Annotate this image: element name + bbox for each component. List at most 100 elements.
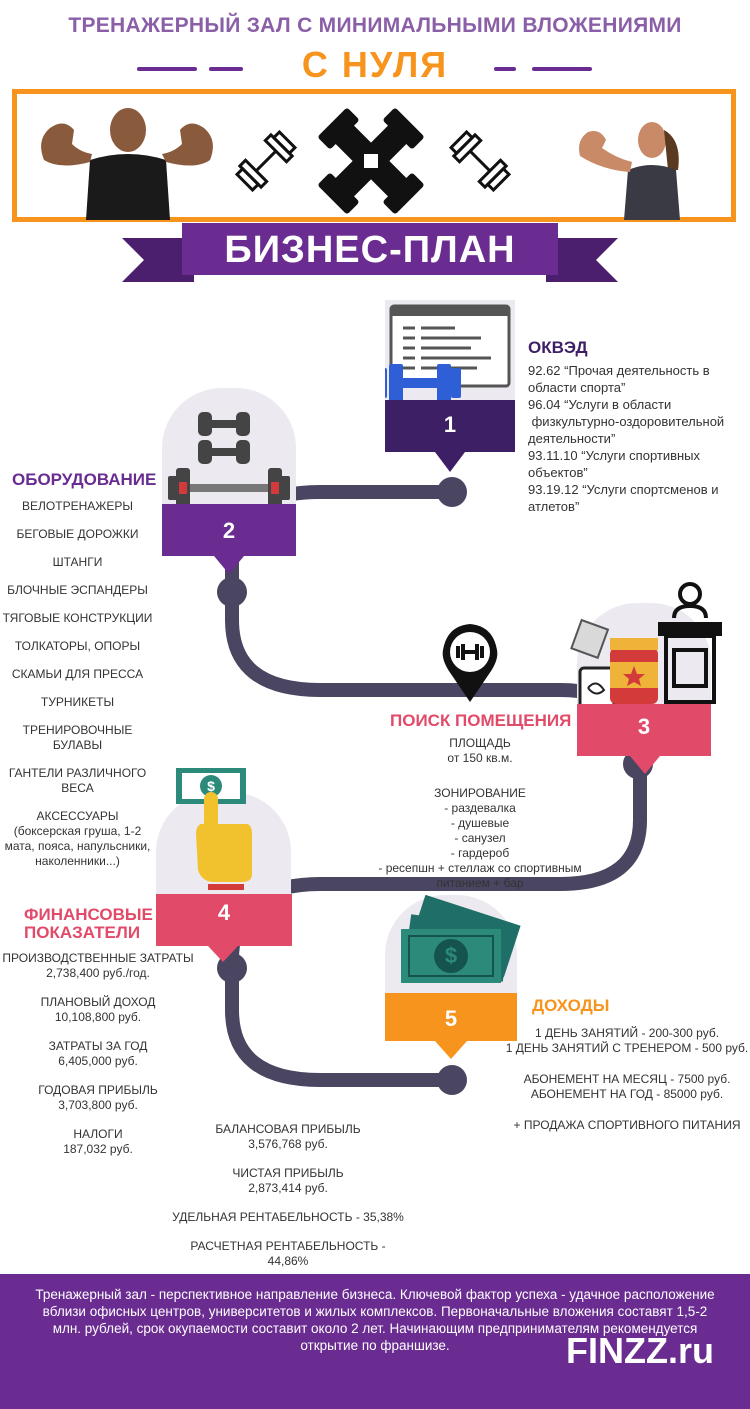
location-pin-icon	[442, 624, 498, 702]
banknote-icon: $	[401, 895, 521, 983]
premises-line: питанием + бар	[436, 876, 524, 890]
step-2-heading: ОБОРУДОВАНИЕ	[12, 470, 157, 489]
page-subtitle: С НУЛЯ	[301, 44, 449, 85]
premises-list: ПЛОЩАДЬ от 150 кв.м. ЗОНИРОВАНИЕ - разде…	[355, 736, 605, 891]
summary-text: Тренажерный зал - перспективное направле…	[35, 1287, 715, 1353]
income-line	[504, 1056, 750, 1072]
income-line: 1 ДЕНЬ ЗАНЯТИЙ - 200-300 руб.	[534, 1026, 720, 1040]
step-4-number: 4	[217, 900, 231, 925]
step-4-heading: ФИНАНСОВЫЕ ПОКАЗАТЕЛИ	[24, 906, 153, 942]
finance-label: РАСЧЕТНАЯ РЕНТАБЕЛЬНОСТЬ -	[190, 1239, 386, 1253]
gym-logo-icon	[318, 108, 424, 214]
step-2-number: 2	[222, 518, 236, 543]
okved-line: 93.11.10 “Услуги спортивных	[528, 448, 701, 463]
income-line: + ПРОДАЖА СПОРТИВНОГО ПИТАНИЯ	[513, 1118, 741, 1132]
brand-logo[interactable]: FINZZ.ru	[566, 1330, 714, 1371]
man-athlete-image	[41, 108, 213, 220]
premises-line: - раздевалка	[444, 801, 516, 815]
finance-label: УДЕЛЬНАЯ РЕНТАБЕЛЬНОСТЬ - 35,38%	[172, 1210, 404, 1224]
step-1-heading: ОКВЭД	[528, 338, 588, 357]
divider	[494, 67, 516, 71]
svg-text:$: $	[445, 943, 457, 968]
income-line: АБОНЕМЕНТ НА ГОД - 85000 руб.	[530, 1087, 724, 1101]
finance-value: 2,873,414 руб.	[248, 1181, 328, 1195]
equipment-item: наколенники...)	[35, 854, 120, 868]
finance-label: ПЛАНОВЫЙ ДОХОД	[40, 995, 156, 1009]
equipment-item: БЛОЧНЫЕ ЭСПАНДЕРЫ	[7, 583, 148, 597]
income-line: АБОНЕМЕНТ НА МЕСЯЦ - 7500 руб.	[523, 1072, 731, 1086]
premises-line: от 150 кв.м.	[447, 751, 513, 765]
step-1-number: 1	[443, 412, 457, 437]
equipment-item: ТЯГОВЫЕ КОНСТРУКЦИИ	[2, 611, 153, 625]
income-line	[504, 1102, 750, 1118]
ribbon-tails	[122, 238, 618, 282]
finance-label: ЗАТРАТЫ ЗА ГОД	[48, 1039, 148, 1053]
okved-line: 93.19.12 “Услуги спортсменов и	[528, 482, 719, 497]
finance-value: 10,108,800 руб.	[54, 1010, 142, 1024]
equipment-item: (боксерская груша, 1-2	[13, 824, 142, 838]
okved-line: 96.04 “Услуги в области	[528, 397, 672, 412]
equipment-item: ТУРНИКЕТЫ	[40, 695, 115, 709]
okved-line: атлетов”	[528, 499, 580, 514]
okved-line: области спорта”	[528, 380, 626, 395]
income-line: 1 ДЕНЬ ЗАНЯТИЙ С ТРЕНЕРОМ - 500 руб.	[505, 1041, 749, 1055]
svg-text:$: $	[207, 778, 215, 794]
ribbon-title: БИЗНЕС-ПЛАН	[182, 223, 558, 275]
finance-value: 2,738,400 руб./год.	[46, 966, 150, 980]
step-4-visual: $	[156, 768, 292, 962]
step-1-text: 92.62 “Прочая деятельность в области спо…	[528, 362, 750, 515]
equipment-item: ТРЕНИРОВОЧНЫЕ БУЛАВЫ	[22, 723, 133, 752]
income-list: 1 ДЕНЬ ЗАНЯТИЙ - 200-300 руб. 1 ДЕНЬ ЗАН…	[504, 1026, 750, 1133]
step-3-number: 3	[637, 714, 651, 739]
finance-value: 187,032 руб.	[63, 1142, 133, 1156]
premises-line: - санузел	[454, 831, 506, 845]
equipment-item: ГАНТЕЛИ РАЗЛИЧНОГО	[8, 766, 147, 780]
finance-label: НАЛОГИ	[73, 1127, 123, 1141]
divider	[532, 67, 592, 71]
roadmap-path	[217, 477, 653, 1095]
equipment-item: ВЕСА	[61, 781, 94, 795]
page-title: ТРЕНАЖЕРНЫЙ ЗАЛ С МИНИМАЛЬНЫМИ ВЛОЖЕНИЯМ…	[68, 14, 682, 37]
equipment-item: БЕГОВЫЕ ДОРОЖКИ	[16, 527, 139, 541]
premises-line: - ресепшн + стеллаж со спортивным	[378, 861, 582, 875]
equipment-list: ВЕЛОТРЕНАЖЕРЫ БЕГОВЫЕ ДОРОЖКИ ШТАНГИ БЛО…	[0, 499, 155, 869]
okved-line: объектов”	[528, 465, 588, 480]
premises-line: ЗОНИРОВАНИЕ	[434, 786, 526, 800]
step-5-visual: $	[385, 895, 521, 1059]
step-4-heading-line: ФИНАНСОВЫЕ	[24, 905, 153, 924]
equipment-item: ТОЛКАТОРЫ, ОПОРЫ	[14, 639, 141, 653]
okved-line: 92.62 “Прочая деятельность в	[528, 363, 710, 378]
finance-value: 44,86%	[267, 1254, 309, 1268]
equipment-item: ВЕЛОТРЕНАЖЕРЫ	[22, 499, 133, 513]
divider	[209, 67, 243, 71]
finance-value: 6,405,000 руб.	[58, 1054, 138, 1068]
step-1-visual	[385, 304, 515, 472]
step-4-heading-line: ПОКАЗАТЕЛИ	[24, 923, 141, 942]
step-5-number: 5	[444, 1006, 458, 1031]
step-3-heading: ПОИСК ПОМЕЩЕНИЯ	[390, 711, 572, 730]
finance-label: ГОДОВАЯ ПРИБЫЛЬ	[38, 1083, 158, 1097]
woman-athlete-image	[579, 122, 680, 220]
footer	[0, 1274, 750, 1409]
step-2-visual	[162, 412, 296, 574]
dumbbell-icon	[234, 130, 298, 192]
step-5-heading: ДОХОДЫ	[532, 996, 610, 1015]
finance-label: ЧИСТАЯ ПРИБЫЛЬ	[232, 1166, 344, 1180]
finance-value: 3,703,800 руб.	[58, 1098, 138, 1112]
equipment-item: СКАМЬИ ДЛЯ ПРЕССА	[11, 667, 144, 681]
finance-label: ПРОИЗВОДСТВЕННЫЕ ЗАТРАТЫ	[2, 951, 194, 965]
divider	[137, 67, 197, 71]
money-hand-icon: $	[176, 768, 252, 890]
reception-desk-icon	[658, 582, 722, 704]
equipment-item: мата, пояса, напульсники,	[4, 839, 151, 853]
premises-line: - душевые	[450, 816, 510, 830]
financial-center-list: БАЛАНСОВАЯ ПРИБЫЛЬ 3,576,768 руб. ЧИСТАЯ…	[170, 1122, 406, 1269]
premises-line: ПЛОЩАДЬ	[449, 736, 511, 750]
equipment-item: ШТАНГИ	[52, 555, 103, 569]
equipment-item: АКСЕССУАРЫ	[36, 809, 119, 823]
okved-line: деятельности”	[528, 431, 616, 446]
financial-left-list: ПРОИЗВОДСТВЕННЫЕ ЗАТРАТЫ 2,738,400 руб./…	[0, 951, 196, 1157]
step-3-visual	[570, 582, 722, 774]
premises-line: - гардероб	[450, 846, 510, 860]
finance-value: 3,576,768 руб.	[248, 1137, 328, 1151]
